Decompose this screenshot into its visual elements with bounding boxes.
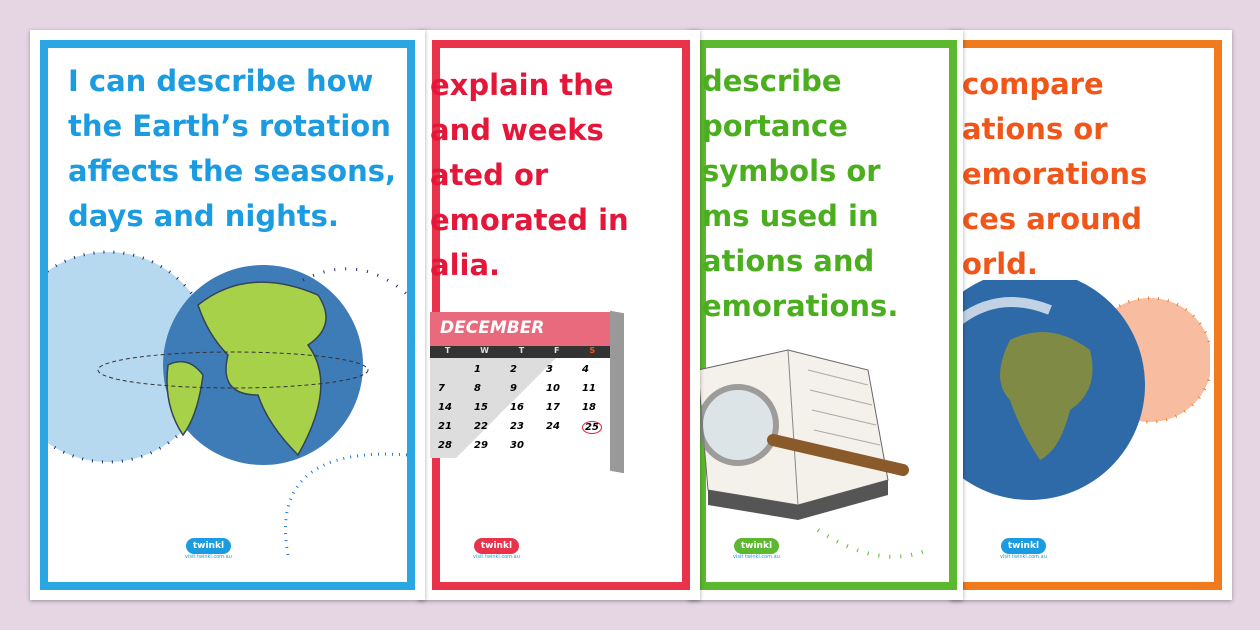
calendar-day: 17: [546, 402, 560, 413]
poster-red: explain the and weeks ated or emorated i…: [418, 30, 700, 600]
text-line: ations and: [702, 244, 875, 278]
calendar-day: 1: [474, 364, 481, 375]
calendar-day: 8: [474, 383, 481, 394]
poster-blue: I can describe how the Earth’s rotation …: [30, 30, 425, 600]
text-line: affects the seasons,: [68, 154, 397, 188]
calendar-day: 15: [474, 402, 488, 413]
poster-border: [698, 40, 957, 590]
text-line: explain the: [430, 68, 614, 102]
calendar-day: 23: [510, 421, 524, 432]
earth-photo-illustration: [950, 280, 1210, 500]
text-line: portance: [702, 109, 848, 143]
poster-text: compare ations or emorations ces around …: [962, 62, 1147, 287]
weekday-label: W: [480, 346, 489, 355]
calendar-month: DECEMBER: [430, 312, 610, 346]
calendar-day: 28: [438, 440, 452, 451]
text-line: ces around: [962, 202, 1143, 236]
calendar-day: 30: [510, 440, 524, 451]
text-line: emorated in: [430, 203, 629, 237]
poster-border: [40, 40, 415, 590]
calendar-day: 11: [582, 383, 596, 394]
poster-text: describe portance symbols or ms used in …: [702, 59, 898, 329]
calendar-day: 4: [582, 364, 589, 375]
calendar-day: 7: [438, 383, 445, 394]
text-line: symbols or: [702, 154, 881, 188]
calendar-day: 14: [438, 402, 452, 413]
weekday-label: S: [589, 346, 596, 355]
calendar-day: 25: [582, 421, 602, 434]
calendar-day: 16: [510, 402, 524, 413]
weekday-label: T: [518, 346, 525, 355]
text-line: and weeks: [430, 113, 604, 147]
calendar-day: 22: [474, 421, 488, 432]
text-line: ated or: [430, 158, 549, 192]
weekday-label: F: [554, 346, 560, 355]
text-line: compare: [962, 67, 1104, 101]
text-line: orld.: [962, 247, 1038, 281]
calendar-day: 9: [510, 383, 517, 394]
text-line: describe: [702, 64, 842, 98]
calendar-day: 10: [546, 383, 560, 394]
weekday-label: T: [444, 346, 451, 355]
calendar-day: 24: [546, 421, 560, 432]
calendar-day: 2: [510, 364, 517, 375]
earth-globe-illustration: [48, 250, 408, 556]
calendar-day: 3: [546, 364, 553, 375]
poster-text: explain the and weeks ated or emorated i…: [430, 63, 629, 288]
text-line: days and nights.: [68, 199, 339, 233]
text-line: emorations.: [702, 289, 899, 323]
calendar-day: 29: [474, 440, 488, 451]
calendar-day: 18: [582, 402, 596, 413]
book-magnifier-illustration: [697, 349, 929, 559]
poster-text: I can describe how the Earth’s rotation …: [68, 59, 396, 239]
text-line: ations or: [962, 112, 1108, 146]
calendar-day: 21: [438, 421, 452, 432]
poster-orange: compare ations or emorations ces around …: [950, 30, 1232, 600]
text-line: the Earth’s rotation: [68, 109, 391, 143]
text-line: emorations: [962, 157, 1148, 191]
text-line: alia.: [430, 248, 501, 282]
poster-green: describe portance symbols or ms used in …: [688, 30, 963, 600]
text-line: ms used in: [702, 199, 879, 233]
text-line: I can describe how: [68, 64, 374, 98]
